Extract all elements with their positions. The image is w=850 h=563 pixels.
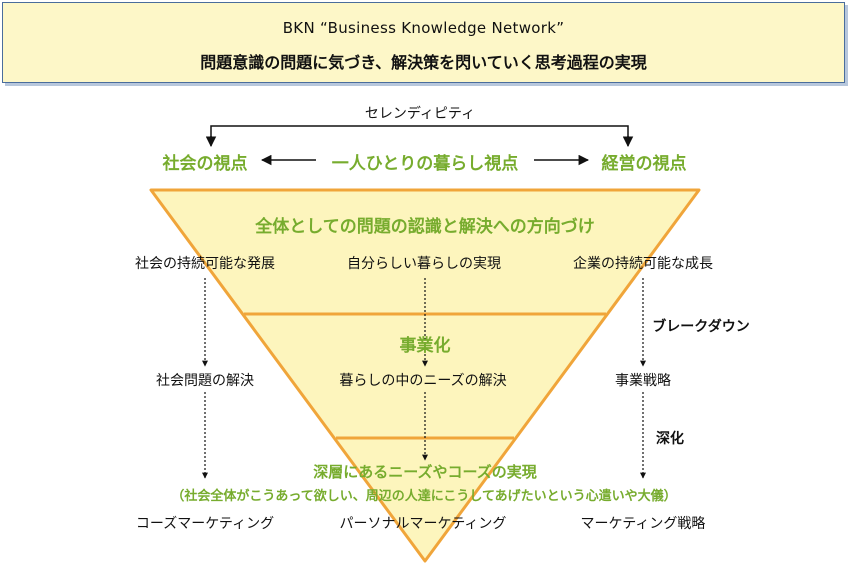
right-col-item-3: マーケティング戦略: [580, 516, 706, 532]
center-col-item-3: パーソナルマーケティング: [339, 516, 507, 532]
level1-title: 全体としての問題の認識と解決への方向づけ: [255, 217, 595, 237]
left-col-item-3: コーズマーケティング: [135, 516, 275, 532]
viewpoint-individual: 一人ひとりの暮らし視点: [331, 154, 519, 174]
serendipity-label: セレンディピティ: [364, 106, 476, 122]
serendipity-bracket: [210, 125, 629, 145]
level3-title: 深層にあるニーズやコーズの実現: [313, 463, 537, 481]
right-col-item-1: 企業の持続可能な成長: [573, 256, 713, 272]
header-title: BKN “Business Knowledge Network”: [282, 19, 565, 37]
header-subtitle: 問題意識の問題に気づき、解決策を閃いていく思考過程の実現: [200, 53, 647, 72]
center-col-item-1: 自分らしい暮らしの実現: [347, 256, 501, 272]
left-col-item-1: 社会の持続可能な発展: [135, 256, 275, 272]
deepen-label: 深化: [656, 431, 684, 447]
viewpoint-social: 社会の視点: [162, 154, 248, 174]
header-box: BKN “Business Knowledge Network” 問題意識の問題…: [2, 2, 845, 83]
viewpoint-management: 経営の視点: [601, 154, 687, 174]
breakdown-label: ブレークダウン: [652, 319, 750, 335]
level2-title: 事業化: [399, 336, 451, 356]
center-col-item-2: 暮らしの中のニーズの解決: [339, 373, 507, 389]
right-col-item-2: 事業戦略: [615, 373, 671, 389]
inverted-triangle: [149, 188, 701, 563]
left-col-item-2: 社会問題の解決: [156, 373, 254, 389]
level3-subtitle: （社会全体がこうあって欲しい、周辺の人達にこうしてあげたいという心遣いや大儀）: [171, 489, 677, 504]
